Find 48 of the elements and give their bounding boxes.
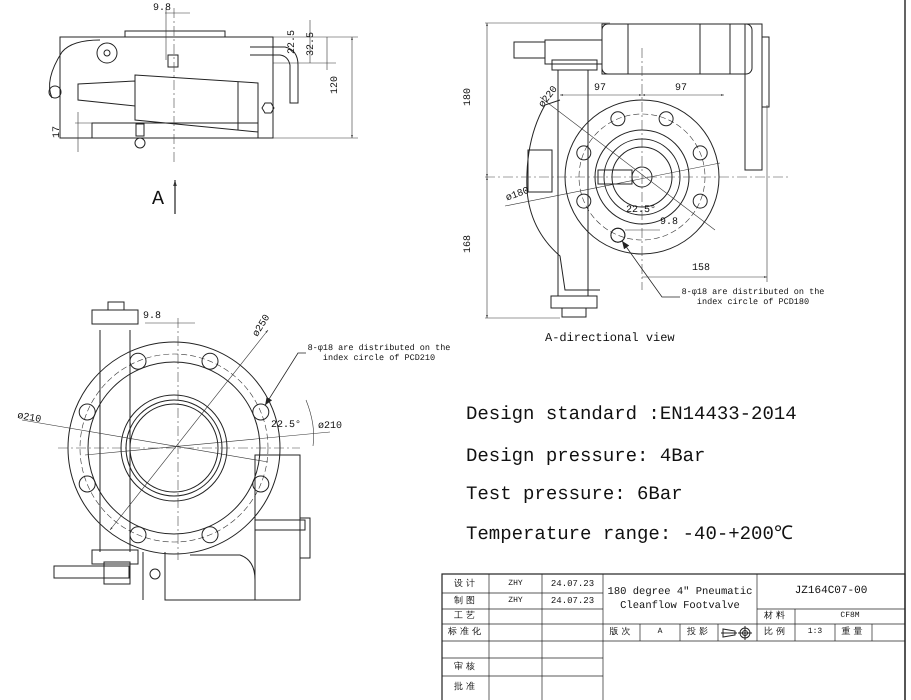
title-block-text: 180 degree 4″ Pneumatic Cleanflow Footvalve bbox=[606, 584, 754, 614]
title-block-text: CF8M bbox=[839, 610, 861, 622]
dimension-text: 97 bbox=[675, 84, 688, 94]
title-block-text: 制图 bbox=[453, 594, 479, 608]
leader-note: 8-φ18 are distributed on the index circle of PCD180 bbox=[680, 288, 826, 308]
spec-text: Test pressure: 6Bar bbox=[466, 485, 683, 504]
leader-line bbox=[264, 352, 306, 406]
dimension-text: 17 bbox=[53, 126, 63, 138]
title-block-text: 24.07.23 bbox=[550, 594, 596, 608]
dimension-text: ø210 bbox=[16, 412, 42, 426]
dimension-text: 9.8 bbox=[153, 4, 172, 14]
title-block-text: 材料 bbox=[763, 610, 789, 624]
spec-text: Design standard :EN14433-2014 bbox=[466, 405, 797, 424]
title-block-text: 工艺 bbox=[453, 610, 479, 624]
dimension-text: 168 bbox=[464, 234, 474, 253]
dimension-text: 22.5 bbox=[288, 30, 298, 54]
dimension-text: 158 bbox=[692, 264, 710, 274]
bolt-hole bbox=[610, 228, 626, 243]
title-block-text: A bbox=[656, 626, 664, 638]
title-block-text: 24.07.23 bbox=[550, 578, 596, 591]
dimension-text: 97 bbox=[594, 84, 606, 94]
dimension-text: 9.8 bbox=[660, 218, 678, 228]
dimension-text: 9.8 bbox=[143, 312, 162, 322]
title-block-text: 批准 bbox=[453, 680, 479, 694]
dimension-text: 32.5 bbox=[307, 32, 317, 56]
title-block-text: 设计 bbox=[453, 578, 479, 591]
spec-text: Temperature range: -40-+200℃ bbox=[466, 525, 793, 544]
leader-line bbox=[622, 240, 680, 298]
view-caption: A-directional view bbox=[545, 332, 675, 344]
title-block-text: 1:3 bbox=[806, 626, 824, 638]
bolt-hole bbox=[252, 404, 270, 420]
title-block-text: ZHY bbox=[507, 578, 524, 590]
title-block-text: 投影 bbox=[686, 626, 712, 640]
title-block-text: ZHY bbox=[507, 594, 524, 607]
title-block-text: 重量 bbox=[840, 626, 866, 640]
title-block-text: JZ164C07-00 bbox=[794, 584, 868, 600]
spec-text: Design pressure: 4Bar bbox=[466, 447, 706, 466]
title-block-text: 审核 bbox=[453, 660, 479, 674]
dimension-text: 120 bbox=[331, 76, 341, 94]
leader-note: 8-φ18 are distributed on the index circle of PCD210 bbox=[306, 344, 452, 364]
dimension-text: ø180 bbox=[505, 186, 531, 204]
title-block-text: 比例 bbox=[763, 626, 789, 640]
title-block-text: 标准化 bbox=[447, 626, 485, 640]
dimension-text: 22.5° bbox=[626, 206, 656, 216]
view-letter: A bbox=[152, 190, 164, 210]
dimension-text: 180 bbox=[464, 88, 474, 106]
title-block-text: 版次 bbox=[608, 626, 634, 640]
dimension-text: ø210 bbox=[318, 422, 342, 432]
